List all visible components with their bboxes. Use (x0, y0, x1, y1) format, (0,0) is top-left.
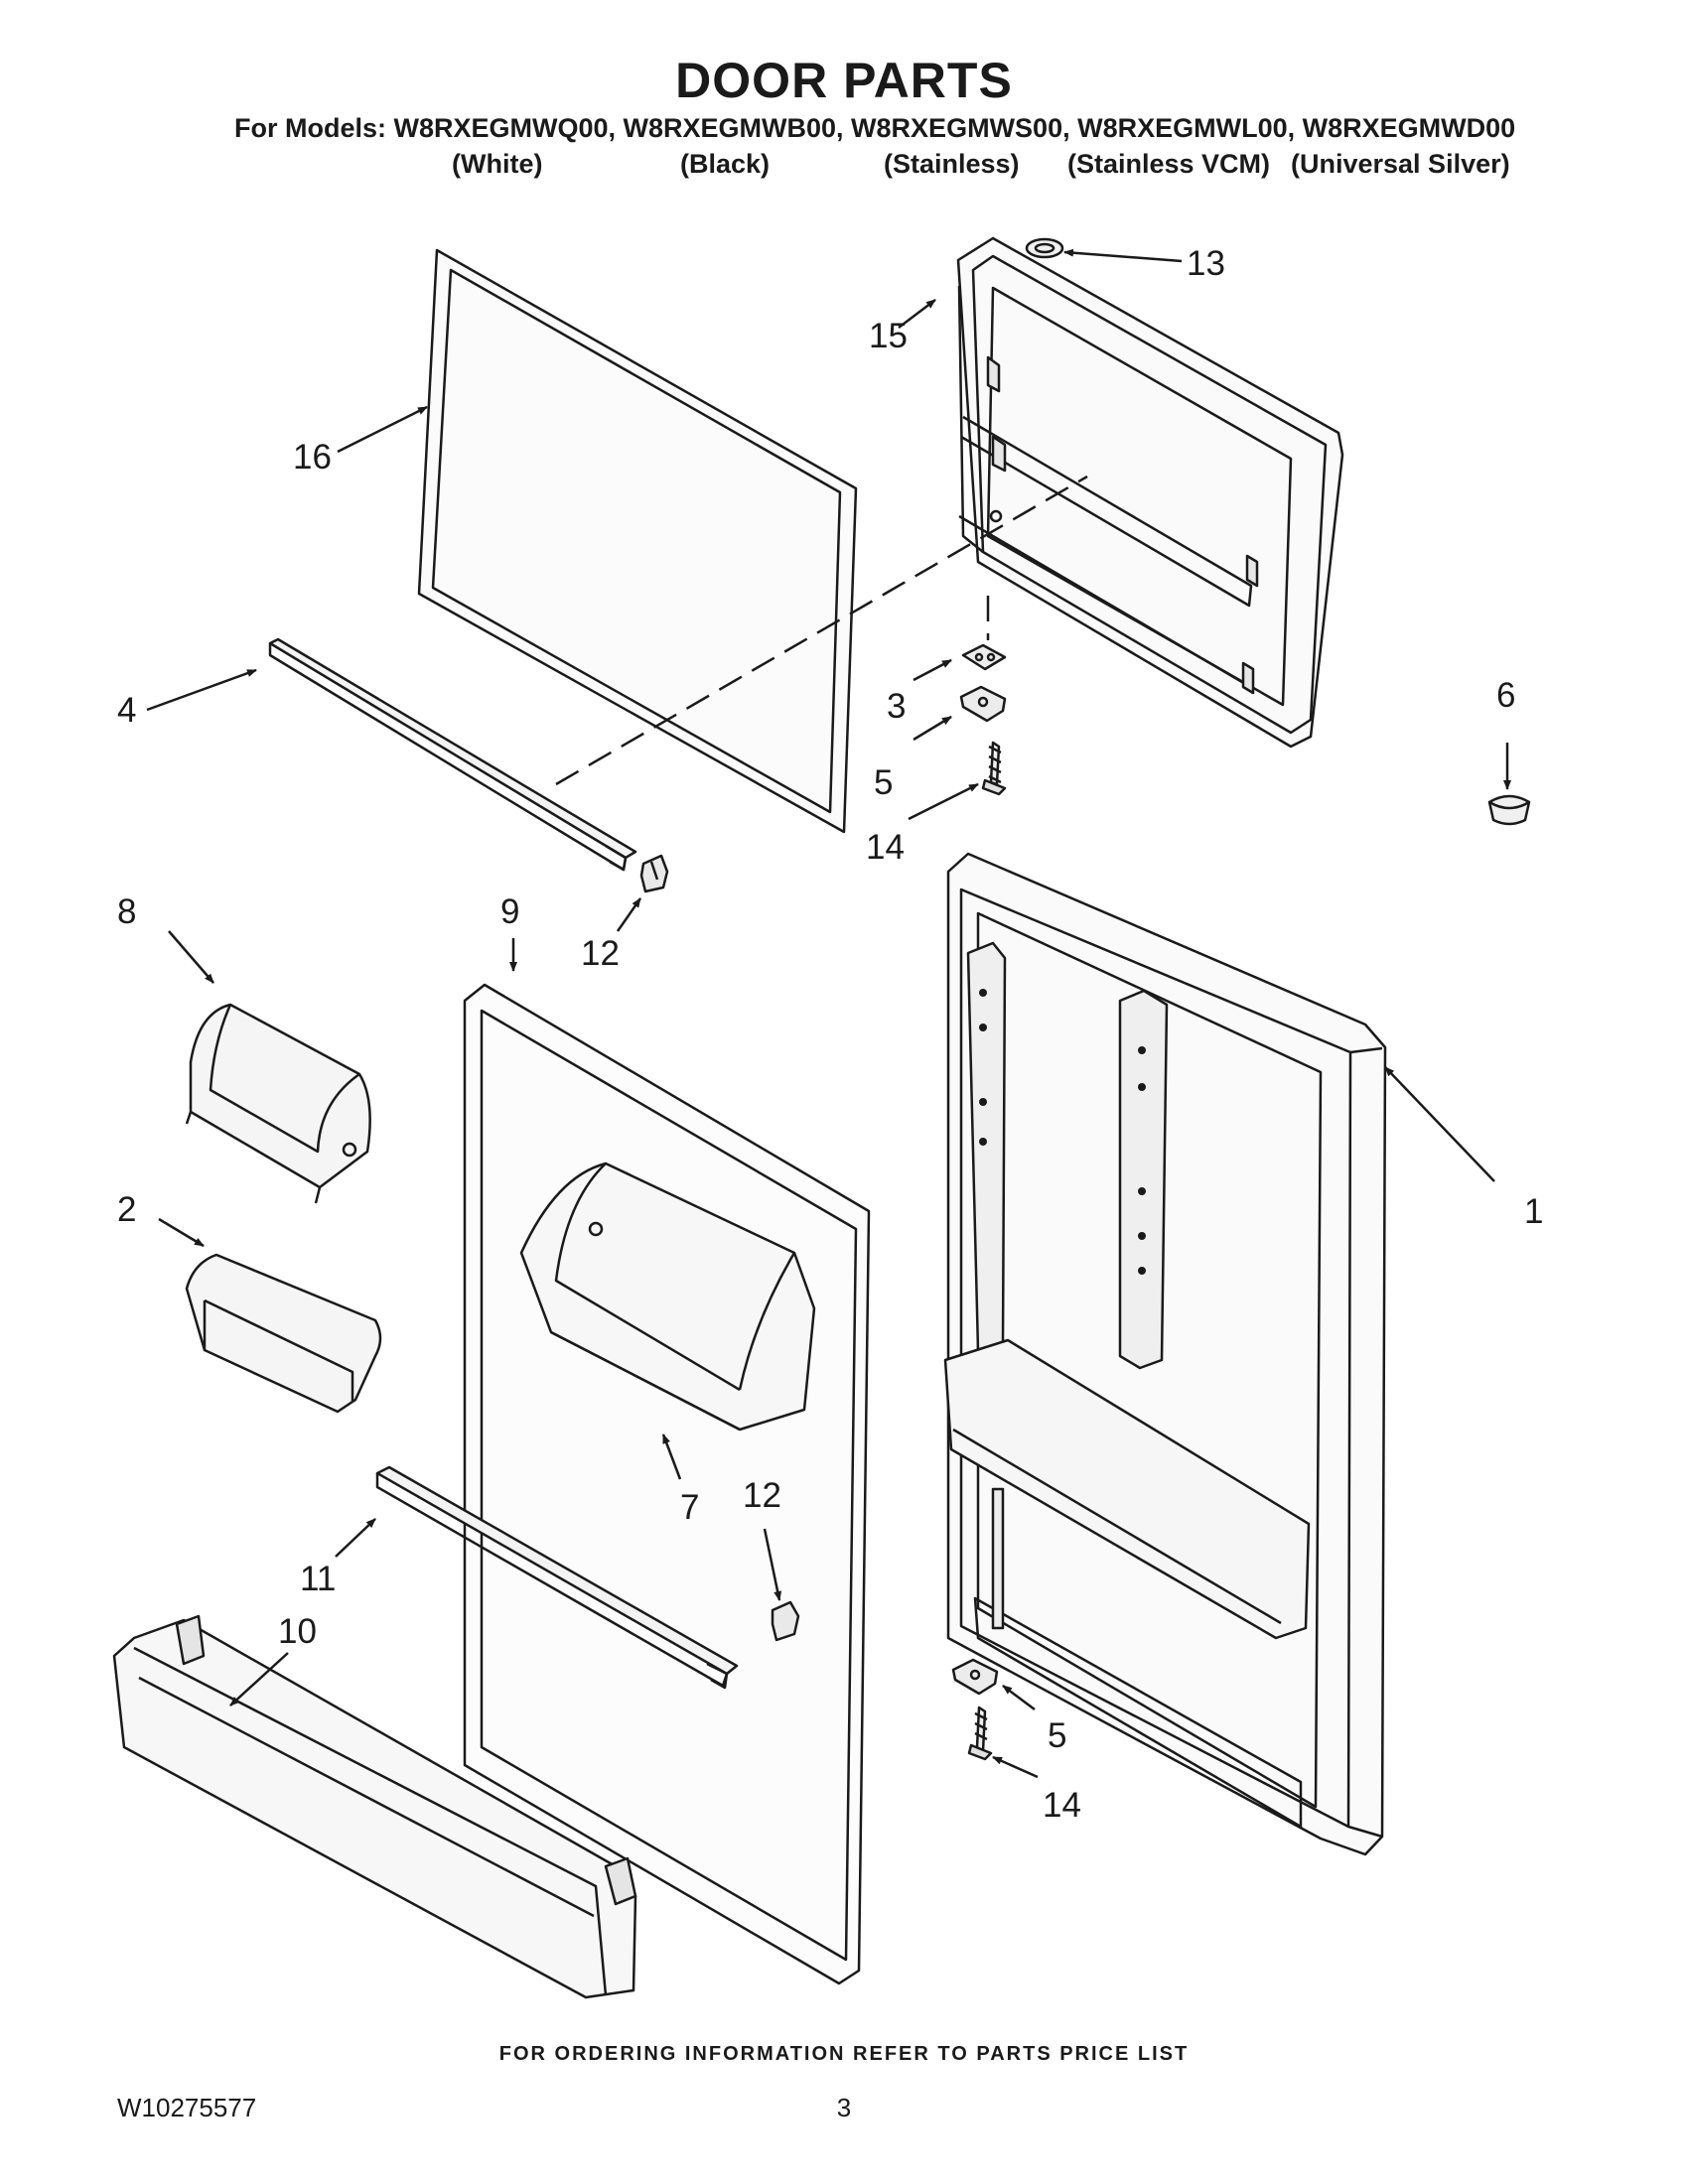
callout-5-lower: 5 (1048, 1716, 1066, 1755)
callout-9: 9 (500, 892, 519, 931)
color-stainless-vcm: (Stainless VCM) (1067, 149, 1271, 179)
callout-4: 4 (117, 691, 136, 730)
part-hinge-bushing-3 (961, 643, 1007, 671)
callout-13: 13 (1187, 244, 1225, 283)
part-hinge-5-upper (959, 685, 1007, 723)
callout-12-upper: 12 (581, 934, 620, 973)
callout-11: 11 (300, 1560, 336, 1598)
part-screw-upper (981, 741, 1007, 796)
part-cover (185, 1003, 371, 1204)
part-fresh-food-door (943, 852, 1387, 1856)
part-clip-lower (771, 1600, 800, 1642)
page-number: 3 (836, 2093, 852, 2122)
part-utility-bin (185, 1253, 382, 1414)
callout-8: 8 (117, 892, 136, 931)
leader-lines (146, 248, 1511, 1779)
callout-3: 3 (887, 687, 906, 726)
part-fresh-food-trim-strip (375, 1465, 739, 1690)
models-line: For Models: W8RXEGMWQ00, W8RXEGMWB00, W8… (234, 113, 1516, 143)
callout-14-lower: 14 (1043, 1786, 1081, 1825)
part-screw-lower (967, 1706, 993, 1761)
part-plug-13 (1025, 237, 1064, 259)
callout-7: 7 (680, 1488, 699, 1527)
part-clip-upper (639, 854, 669, 893)
part-dairy-compartment (519, 1161, 816, 1432)
part-hinge-5-lower (951, 1658, 999, 1696)
ordering-note: FOR ORDERING INFORMATION REFER TO PARTS … (498, 2043, 1190, 2065)
color-black: (Black) (680, 149, 771, 179)
callout-16: 16 (293, 438, 332, 477)
callout-14-upper: 14 (866, 828, 905, 867)
callout-6: 6 (1496, 676, 1515, 715)
callout-2: 2 (117, 1190, 136, 1229)
part-plug-6 (1487, 794, 1531, 826)
part-freezer-gasket (417, 248, 858, 834)
document-number: W10275577 (117, 2093, 257, 2122)
callout-5-upper: 5 (874, 763, 893, 802)
callout-15: 15 (869, 317, 908, 355)
page-title: DOOR PARTS (675, 53, 1013, 108)
alignment-lines (555, 475, 1088, 786)
callout-10: 10 (278, 1612, 317, 1651)
part-freezer-door (956, 236, 1344, 749)
part-freezer-trim-strip (268, 637, 637, 872)
color-stainless: (Stainless) (884, 149, 1020, 179)
color-white: (White) (452, 149, 543, 179)
color-universal-silver: (Universal Silver) (1291, 149, 1510, 179)
callout-12-lower: 12 (743, 1476, 781, 1515)
callout-1: 1 (1524, 1192, 1543, 1231)
part-door-bin (112, 1614, 637, 1999)
